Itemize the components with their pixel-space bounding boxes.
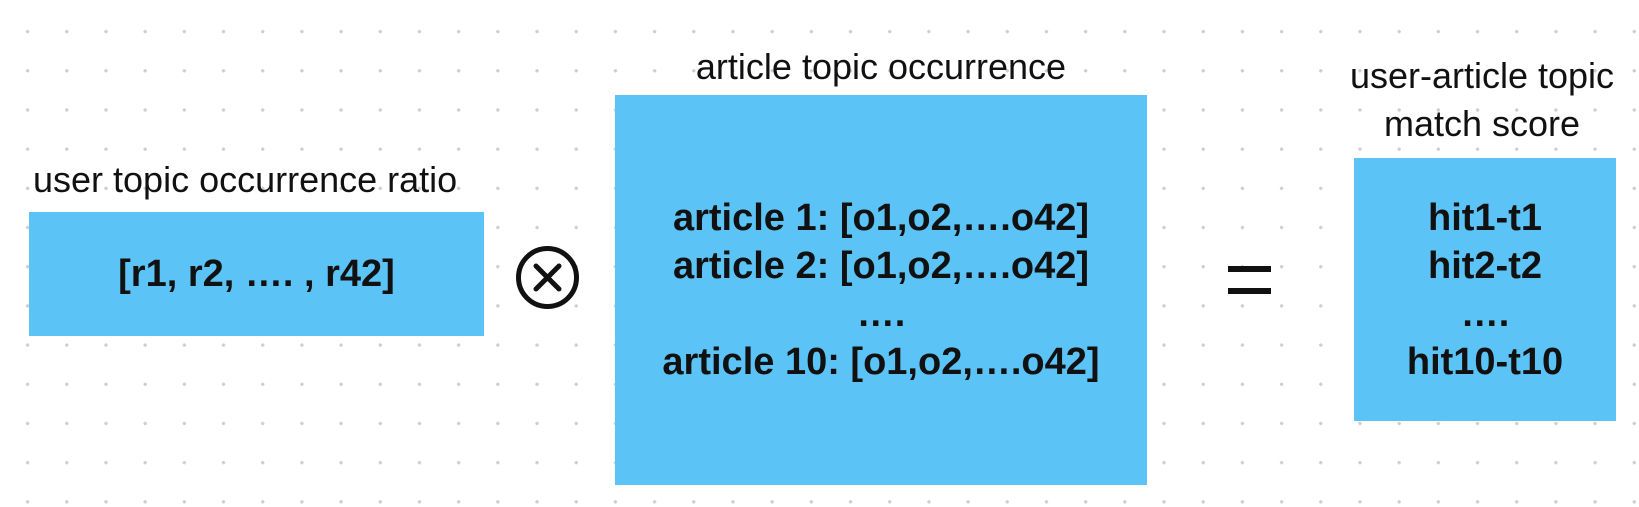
article-row: article 1: [o1,o2,….o42] bbox=[672, 197, 1089, 239]
match-score-row-ellipsis: …. bbox=[1460, 292, 1510, 335]
match-score-label: user-article topic match score bbox=[1322, 52, 1639, 148]
article-matrix-box: article 1: [o1,o2,….o42] article 2: [o1,… bbox=[615, 95, 1147, 485]
match-score-label-line1: user-article topic bbox=[1349, 55, 1615, 96]
equals-icon bbox=[1228, 266, 1271, 294]
match-score-row: hit2-t2 bbox=[1428, 244, 1542, 287]
multiply-icon bbox=[516, 246, 579, 309]
user-vector-value: [r1, r2, …. , r42] bbox=[118, 253, 395, 295]
article-matrix-label: article topic occurrence bbox=[695, 46, 1067, 87]
user-vector-box: [r1, r2, …. , r42] bbox=[29, 212, 484, 336]
match-score-box: hit1-t1 hit2-t2 …. hit10-t10 bbox=[1354, 158, 1616, 421]
article-row: article 10: [o1,o2,….o42] bbox=[662, 341, 1100, 383]
match-score-label-line2: match score bbox=[1383, 103, 1581, 144]
match-score-row: hit10-t10 bbox=[1406, 340, 1564, 383]
article-row-ellipsis: …. bbox=[856, 293, 906, 335]
article-row: article 2: [o1,o2,….o42] bbox=[672, 245, 1089, 287]
match-score-row: hit1-t1 bbox=[1428, 196, 1542, 239]
user-vector-label: user topic occurrence ratio bbox=[33, 159, 458, 200]
